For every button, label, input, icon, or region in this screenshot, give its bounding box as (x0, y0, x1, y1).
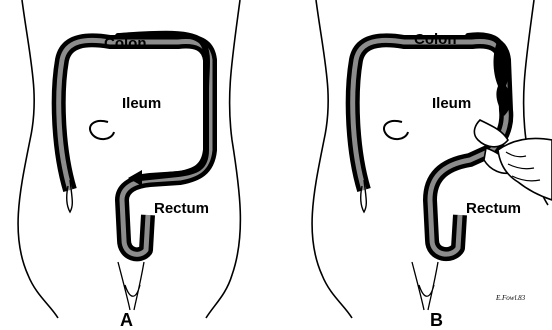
pelvis-lines-b (412, 262, 438, 310)
panel-a: Colon Ileum Rectum A (18, 0, 240, 330)
torso-outline-left-b (312, 0, 352, 318)
ileum-loop-b (384, 121, 408, 139)
artist-signature: E.Fowl.83 (495, 294, 526, 302)
label-ileum-a: Ileum (122, 95, 161, 112)
ileum-loop-a (90, 121, 114, 139)
panel-letter-b: B (430, 310, 443, 330)
panel-letter-a: A (120, 310, 133, 330)
colon-a (59, 40, 210, 254)
label-rectum-b: Rectum (466, 200, 521, 217)
label-ileum-b: Ileum (432, 95, 471, 112)
torso-outline-left (18, 0, 58, 318)
label-colon-a: Colon (104, 35, 147, 52)
panel-b: Colon Ileum Rectum B E.Fowl.83 (312, 0, 552, 330)
pelvis-lines (118, 262, 144, 310)
label-rectum-a: Rectum (154, 200, 209, 217)
label-colon-b: Colon (414, 31, 457, 48)
